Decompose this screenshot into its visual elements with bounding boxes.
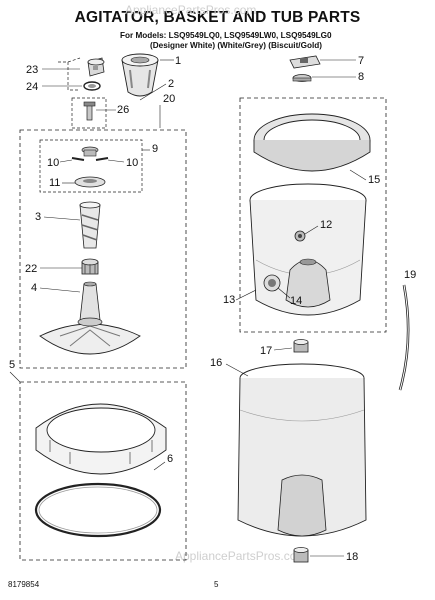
callout-10-left: 10 bbox=[47, 157, 59, 169]
part-7-tub-ring-clip bbox=[289, 55, 321, 69]
part-26-bolt bbox=[83, 101, 96, 121]
callout-1: 1 bbox=[175, 55, 181, 67]
part-14-drive-block bbox=[263, 274, 281, 292]
callout-20: 20 bbox=[163, 93, 175, 105]
models-line: For Models: LSQ9549LQ0, LSQ9549LW0, LSQ9… bbox=[120, 31, 332, 40]
part-9-dogs-assembly bbox=[71, 146, 109, 188]
part-15-tub-ring bbox=[253, 113, 371, 172]
callout-6: 6 bbox=[167, 453, 173, 465]
callout-18: 18 bbox=[346, 551, 358, 563]
page-number: 5 bbox=[214, 580, 219, 589]
part-18-bearing-seal bbox=[293, 547, 309, 563]
part-3-cam bbox=[79, 201, 101, 249]
callout-22: 22 bbox=[25, 263, 37, 275]
callout-17: 17 bbox=[260, 345, 272, 357]
document-number: 8179854 bbox=[8, 580, 40, 589]
part-12-hub-nut bbox=[294, 230, 306, 242]
part-8-nut bbox=[292, 74, 312, 82]
part-17-seal-kit bbox=[293, 339, 309, 353]
part-6-snap-ring bbox=[34, 482, 162, 538]
part-16-outer-tub bbox=[237, 363, 367, 537]
callout-2: 2 bbox=[168, 78, 174, 90]
part-19-tub-seal bbox=[398, 284, 410, 391]
callout-3: 3 bbox=[35, 211, 41, 223]
diagram-title: AGITATOR, BASKET AND TUB PARTS bbox=[74, 9, 361, 26]
part-13-basket bbox=[249, 183, 367, 316]
callout-8: 8 bbox=[358, 71, 364, 83]
callout-24: 24 bbox=[26, 81, 38, 93]
callout-11: 11 bbox=[49, 177, 60, 189]
part-5-balance-ring bbox=[35, 403, 167, 475]
part-4-agitator-base bbox=[39, 281, 141, 355]
watermark-bottom: AppliancePartsPros.com bbox=[175, 549, 306, 563]
callout-16: 16 bbox=[210, 357, 222, 369]
part-23-agitator-cap bbox=[87, 57, 105, 77]
callout-4: 4 bbox=[31, 282, 37, 294]
watermark: AppliancePartsPros.com bbox=[125, 3, 256, 17]
part-1-agitator-top bbox=[121, 53, 159, 97]
callout-12: 12 bbox=[320, 219, 332, 231]
callout-19: 19 bbox=[404, 269, 416, 281]
part-24-seal-ring bbox=[83, 81, 101, 91]
callout-13: 13 bbox=[223, 294, 235, 306]
colors-line: (Designer White) (White/Grey) (Biscuit/G… bbox=[150, 41, 322, 50]
callout-23: 23 bbox=[26, 64, 38, 76]
callout-9: 9 bbox=[152, 143, 158, 155]
callout-15: 15 bbox=[368, 174, 380, 186]
callout-10-right: 10 bbox=[126, 157, 138, 169]
callout-5: 5 bbox=[9, 359, 15, 371]
part-22-bearing bbox=[81, 258, 99, 275]
callout-14: 14 bbox=[290, 295, 302, 307]
callout-7: 7 bbox=[358, 55, 364, 67]
callout-26: 26 bbox=[117, 104, 129, 116]
